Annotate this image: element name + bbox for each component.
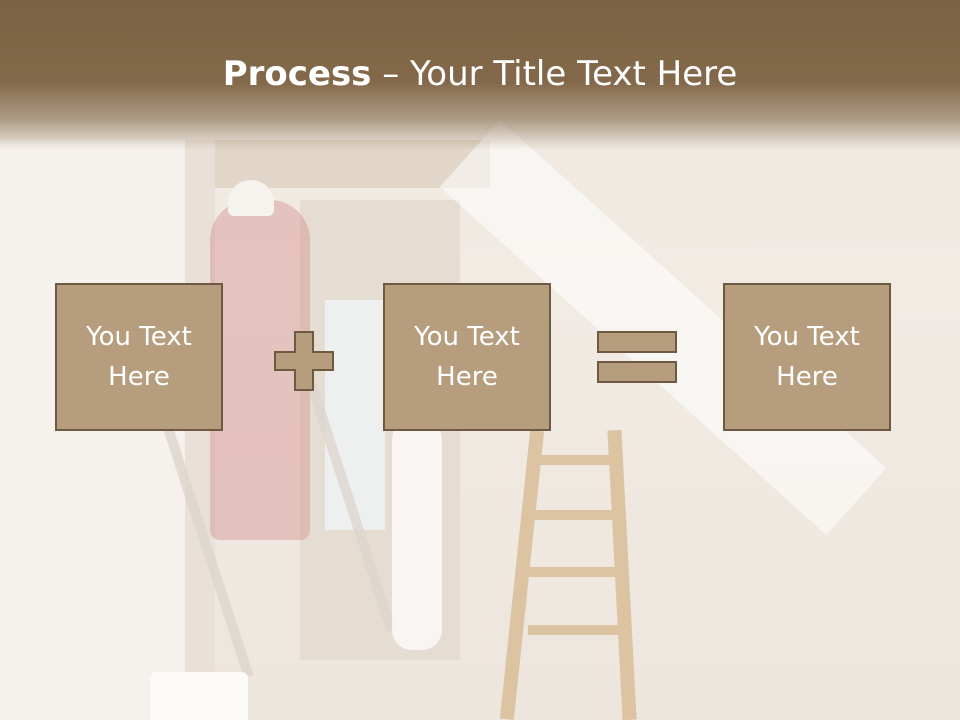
process-box-2[interactable]: You Text Here [383,283,551,431]
ladder-rung [528,567,620,577]
door-opening [325,300,385,530]
hard-hat [228,180,274,216]
title-bold: Process [222,54,372,94]
title-bar: Process – Your Title Text Here [0,0,960,150]
slide-title: Process – Your Title Text Here [0,52,960,96]
process-box-3[interactable]: You Text Here [723,283,891,431]
equals-icon [597,331,677,383]
paint-bucket [150,672,248,720]
process-box-3-text: You Text Here [754,322,860,392]
ladder-rung [528,455,620,465]
ladder-rung [528,510,620,520]
process-box-2-text: You Text Here [414,322,520,392]
ladder-rung [528,625,620,635]
plus-icon [274,331,334,391]
process-box-1[interactable]: You Text Here [55,283,223,431]
title-rest: – Your Title Text Here [371,54,738,94]
process-box-1-text: You Text Here [86,322,192,392]
worker-white [392,420,442,650]
